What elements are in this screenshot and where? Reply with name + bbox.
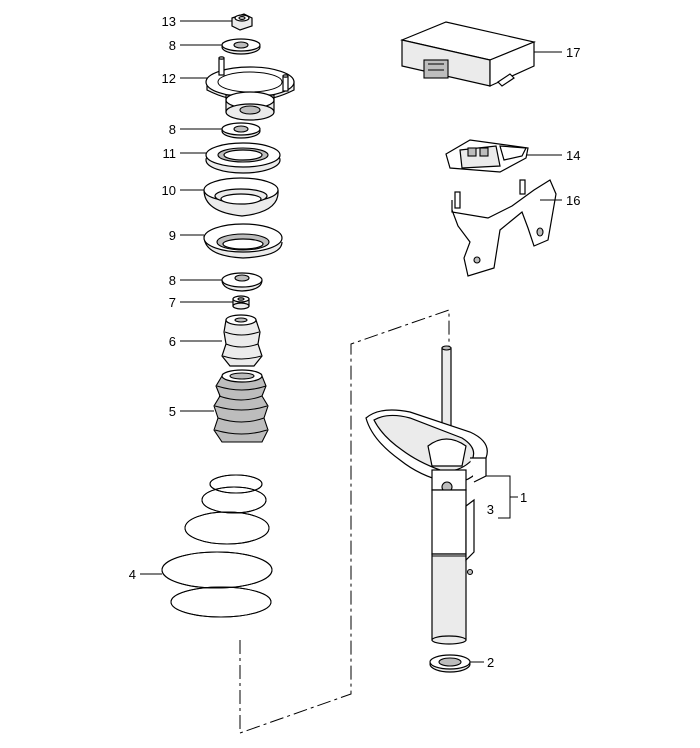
coil-spring-part (161, 474, 273, 618)
control-unit-part (400, 21, 536, 87)
callout-12: 12 (162, 71, 176, 86)
mounting-bracket-part (451, 179, 557, 277)
upper-spring-seat-part (203, 177, 279, 217)
sensor-unit-part (445, 139, 529, 173)
leader-lines (140, 20, 562, 663)
callout-8-lower: 8 (169, 273, 176, 288)
callout-bracket-1-3 (498, 475, 518, 519)
callout-13: 13 (162, 14, 176, 29)
hex-nut-part (231, 13, 253, 31)
callout-4: 4 (129, 567, 136, 582)
callout-2: 2 (487, 655, 494, 670)
callout-3: 3 (487, 502, 494, 517)
shock-absorber-part (365, 345, 488, 645)
callout-16: 16 (566, 193, 580, 208)
washer-part-lower (221, 272, 263, 292)
assembly-dashdot-line (239, 309, 450, 734)
callout-8-top: 8 (169, 38, 176, 53)
callout-10: 10 (162, 183, 176, 198)
spacer-part (232, 295, 250, 310)
callout-5: 5 (169, 404, 176, 419)
callout-7: 7 (169, 295, 176, 310)
bump-stop-part (221, 314, 263, 367)
washer-part-middle (221, 122, 261, 139)
lower-spring-seat-part (203, 223, 283, 259)
callout-6: 6 (169, 334, 176, 349)
callout-11: 11 (163, 146, 177, 161)
callout-9: 9 (169, 228, 176, 243)
seal-ring-part (429, 654, 471, 673)
support-bearing-part (205, 142, 281, 174)
protective-bellows-part (213, 369, 269, 443)
callout-17: 17 (566, 45, 580, 60)
callout-8-middle: 8 (169, 122, 176, 137)
callout-labels: 13 8 12 8 11 10 9 8 7 6 5 4 2 1 3 17 14 … (129, 14, 581, 670)
washer-part-top (221, 38, 261, 55)
callout-14: 14 (566, 148, 580, 163)
strut-mount-part (205, 56, 295, 121)
callout-1: 1 (520, 490, 527, 505)
